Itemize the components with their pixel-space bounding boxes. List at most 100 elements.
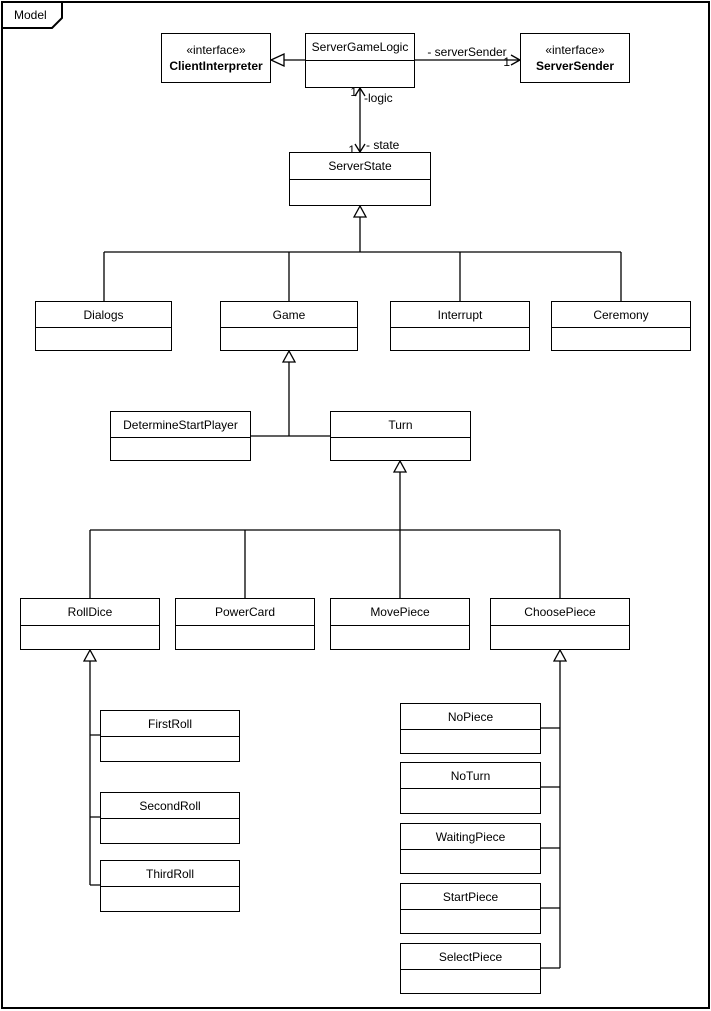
edge-generalization-turn-children: [89, 459, 561, 598]
edge-association-logic-state: 1 -logic - state 1: [348, 85, 399, 157]
class-name-label: SelectPiece: [438, 949, 503, 964]
class-title: NoTurn: [401, 763, 540, 789]
class-attributes-compartment: [111, 438, 250, 460]
class-attributes-compartment: [331, 626, 469, 649]
class-title: StartPiece: [401, 884, 540, 910]
class-name-label: NoTurn: [450, 768, 491, 783]
class-turn: Turn: [330, 411, 471, 461]
edge-label-logic: -logic: [364, 91, 393, 105]
class-title: Game: [221, 302, 357, 328]
class-name-label: ChoosePiece: [524, 605, 596, 619]
class-name-label: ThirdRoll: [145, 866, 194, 881]
edge-generalization-serverstate-children: [103, 204, 622, 301]
class-selectpiece: SelectPiece: [400, 943, 541, 994]
class-title: ServerState: [290, 153, 430, 180]
edge-label-serversender: - serverSender: [427, 45, 506, 59]
edge-generalization-choosepiece-children: [541, 648, 568, 969]
class-name-label: StartPiece: [442, 889, 499, 904]
class-rolldice: RollDice: [20, 598, 160, 650]
class-name-label: Interrupt: [437, 307, 483, 322]
class-attributes-compartment: [101, 887, 239, 911]
class-servergamelogic: ServerGameLogic: [305, 33, 415, 88]
class-name-label: PowerCard: [214, 605, 276, 619]
class-title: Dialogs: [36, 302, 171, 328]
class-powercard: PowerCard: [175, 598, 315, 650]
class-attributes-compartment: [290, 180, 430, 205]
class-attributes-compartment: [36, 328, 171, 350]
class-interrupt: Interrupt: [390, 301, 530, 351]
class-name-label: WaitingPiece: [435, 829, 506, 844]
class-attributes-compartment: [306, 61, 414, 87]
class-game: Game: [220, 301, 358, 351]
class-thirdroll: ThirdRoll: [100, 860, 240, 912]
edge-association-serversender: - serverSender 1: [415, 45, 522, 69]
class-title: WaitingPiece: [401, 824, 540, 850]
package-tab: [1, 1, 63, 29]
class-title: ServerGameLogic: [306, 34, 414, 61]
class-title: Ceremony: [552, 302, 690, 328]
class-attributes-compartment: [401, 970, 540, 993]
edge-multiplicity-state: 1: [348, 143, 355, 157]
class-attributes-compartment: [491, 626, 629, 649]
class-movepiece: MovePiece: [330, 598, 470, 650]
class-name-label: Ceremony: [593, 307, 649, 322]
class-attributes-compartment: [101, 819, 239, 843]
class-name-label: FirstRoll: [148, 716, 192, 731]
class-nopiece: NoPiece: [400, 703, 541, 754]
class-title: SecondRoll: [101, 793, 239, 819]
class-title: FirstRoll: [101, 711, 239, 737]
class-ceremony: Ceremony: [551, 301, 691, 351]
class-name-label: ServerGameLogic: [311, 40, 409, 54]
class-attributes-compartment: [401, 789, 540, 813]
class-attributes-compartment: [221, 328, 357, 350]
interface-clientinterpreter: «interface» ClientInterpreter: [161, 33, 271, 83]
class-title: PowerCard: [176, 599, 314, 626]
class-name-label: SecondRoll: [139, 798, 201, 813]
class-attributes-compartment: [331, 438, 470, 460]
stereotype-label: «interface»: [545, 43, 605, 57]
class-title: RollDice: [21, 599, 159, 626]
edge-generalization-game-children: [251, 349, 330, 437]
edge-generalization-rolldice-children: [82, 648, 100, 886]
edge-label-state: - state: [366, 138, 400, 152]
class-title: Interrupt: [391, 302, 529, 328]
class-waitingpiece: WaitingPiece: [400, 823, 541, 874]
class-attributes-compartment: [21, 626, 159, 649]
class-attributes-compartment: [391, 328, 529, 350]
class-attributes-compartment: [176, 626, 314, 649]
class-attributes-compartment: [101, 737, 239, 761]
class-title: DetermineStartPlayer: [111, 412, 250, 438]
class-name-label: DetermineStartPlayer: [123, 417, 238, 432]
class-name-label: MovePiece: [370, 605, 430, 619]
class-title: ChoosePiece: [491, 599, 629, 626]
edge-multiplicity-serversender: 1: [503, 55, 510, 69]
class-determinestartplayer: DetermineStartPlayer: [110, 411, 251, 461]
class-secondroll: SecondRoll: [100, 792, 240, 844]
edge-multiplicity-logic: 1: [350, 85, 357, 99]
class-attributes-compartment: [552, 328, 690, 350]
class-title: ThirdRoll: [101, 861, 239, 887]
class-name-label: Turn: [388, 417, 413, 432]
class-firstroll: FirstRoll: [100, 710, 240, 762]
class-startpiece: StartPiece: [400, 883, 541, 934]
class-attributes-compartment: [401, 730, 540, 753]
interface-serversender: «interface» ServerSender: [520, 33, 630, 83]
stereotype-label: «interface»: [186, 43, 246, 57]
class-choosepiece: ChoosePiece: [490, 598, 630, 650]
class-title: SelectPiece: [401, 944, 540, 970]
class-attributes-compartment: [401, 910, 540, 933]
class-dialogs: Dialogs: [35, 301, 172, 351]
class-title: NoPiece: [401, 704, 540, 730]
edge-generalization-servergamelogic-clientinterpreter: [269, 52, 305, 68]
class-name-label: ClientInterpreter: [169, 59, 263, 73]
class-attributes-compartment: [401, 850, 540, 873]
class-name-label: Game: [272, 307, 306, 322]
class-name-label: Dialogs: [83, 307, 124, 322]
class-name-label: ServerSender: [535, 59, 615, 73]
class-title: MovePiece: [331, 599, 469, 626]
class-name-label: ServerState: [328, 159, 392, 173]
class-serverstate: ServerState: [289, 152, 431, 206]
